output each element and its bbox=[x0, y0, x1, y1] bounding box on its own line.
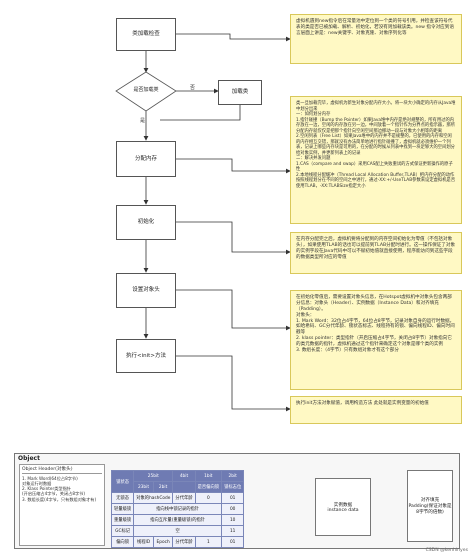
table-cell: 对象的hashCode bbox=[133, 492, 174, 504]
table-cell: 11 bbox=[221, 525, 245, 537]
table-sub-cell: 是否偏向锁 bbox=[194, 481, 223, 493]
table-cell: GC标记 bbox=[110, 525, 135, 537]
instance-data-box: 实例数据 instance data bbox=[315, 478, 371, 536]
padding-box: 对齐填充 Padding(保证对象是8字节的倍数) bbox=[407, 470, 453, 542]
table-sub-cell: 2bit bbox=[152, 481, 174, 493]
table-row: 重量级锁 指向互斥量(重量级锁)的指针 10 bbox=[110, 514, 245, 526]
step-exec-init: 执行<init>方法 bbox=[116, 339, 176, 373]
table-cell: 无锁态 bbox=[110, 492, 135, 504]
decision-diamond bbox=[115, 71, 177, 112]
table-head-cell: 2bit bbox=[221, 470, 245, 482]
watermark: CSDN @kenhinyes bbox=[425, 548, 468, 553]
table-cell: 偏向锁 bbox=[110, 536, 135, 548]
decision-no-label: 否 bbox=[190, 85, 196, 91]
step-allocate-memory: 分配内存 bbox=[116, 141, 176, 177]
mark-word-table: 锁状态 25bit 4bit 1bit 2bit 23bit 2bit 是否偏向… bbox=[110, 470, 245, 548]
table-cell: 轻量级锁 bbox=[110, 503, 135, 515]
step-set-header-label: 设置对象头 bbox=[132, 287, 160, 294]
object-header-box: Object Header(对象头) 1. Mark Word(64位占8字节)… bbox=[19, 464, 105, 546]
step-load-class: 加载类 bbox=[218, 80, 262, 105]
table-row: 偏向锁 线程ID Epoch 分代年龄 1 01 bbox=[110, 536, 245, 548]
table-cell: 10 bbox=[221, 514, 245, 526]
table-cell: 指向互斥量(重量级锁)的指针 bbox=[133, 514, 223, 526]
note-allocate: 类一旦加载完毕，虚拟机为新生对象分配内存大小。将一块大小确定的内存从Java堆中… bbox=[290, 96, 462, 224]
decision-label: 是否加载类 bbox=[133, 87, 159, 93]
step-class-check: 类加载检查 bbox=[116, 18, 176, 51]
step-exec-init-label: 执行<init>方法 bbox=[126, 352, 166, 359]
table-cell: 分代年龄 bbox=[172, 536, 196, 548]
decision-yes-label: 是 bbox=[140, 118, 146, 124]
step-class-check-label: 类加载检查 bbox=[132, 31, 160, 38]
table-cell: 00 bbox=[221, 503, 245, 515]
object-header-text: 1. Mark Word(64位占8字节) 对象运行时数据 2. Klass P… bbox=[22, 475, 97, 502]
table-cell: 0 bbox=[194, 492, 223, 504]
table-cell: 01 bbox=[221, 536, 245, 548]
table-cell: 空 bbox=[133, 525, 223, 537]
table-cell: 01 bbox=[221, 492, 245, 504]
table-head-cell: 4bit bbox=[172, 470, 196, 482]
step-zero-init: 初始化 bbox=[116, 205, 176, 240]
table-cell: 重量级锁 bbox=[110, 514, 135, 526]
table-row: 无锁态 对象的hashCode 分代年龄 0 01 bbox=[110, 492, 245, 504]
table-cell: 1 bbox=[194, 536, 223, 548]
step-allocate-memory-label: 分配内存 bbox=[134, 155, 157, 162]
object-panel-title: Object bbox=[18, 455, 40, 462]
step-zero-init-label: 初始化 bbox=[137, 219, 155, 226]
step-set-header: 设置对象头 bbox=[116, 273, 176, 308]
table-cell: 指向栈中锁记录的指针 bbox=[133, 503, 223, 515]
table-head-cell: 25bit bbox=[133, 470, 174, 482]
table-sub-cell bbox=[172, 481, 196, 493]
object-structure-panel: Object Object Header(对象头) 1. Mark Word(6… bbox=[14, 453, 460, 549]
table-cell: Epoch bbox=[152, 536, 174, 548]
table-sub-cell: 23bit bbox=[133, 481, 154, 493]
note-object-header: 在初始化零值后，需要设置对象头信息，在Hotspot虚拟机中对象头包含两部分信息… bbox=[290, 290, 462, 390]
table-head-cell: 1bit bbox=[194, 470, 223, 482]
note-zero-init: 在内存分配完之后，虚拟机要将分配到的内存空间初始化为零值（不包括对象头），如果使… bbox=[290, 232, 462, 274]
note-class-check: 虚拟机遇到new指令后在常量池中定位到一个类的符号引用，并检查该符号代表的类是否… bbox=[290, 14, 462, 64]
object-header-title: Object Header(对象头) bbox=[22, 467, 102, 474]
table-row: GC标记 空 11 bbox=[110, 525, 245, 537]
table-sub-cell: 锁标志位 bbox=[221, 481, 245, 493]
table-head-cell: 锁状态 bbox=[110, 470, 135, 493]
table-cell: 线程ID bbox=[133, 536, 154, 548]
step-load-class-label: 加载类 bbox=[231, 89, 249, 96]
table-cell: 分代年龄 bbox=[172, 492, 196, 504]
note-exec-init: 执行init方法对象赋值，调用构造方法 此处就是实例变量的初始值 bbox=[290, 396, 462, 424]
table-row: 轻量级锁 指向栈中锁记录的指针 00 bbox=[110, 503, 245, 515]
